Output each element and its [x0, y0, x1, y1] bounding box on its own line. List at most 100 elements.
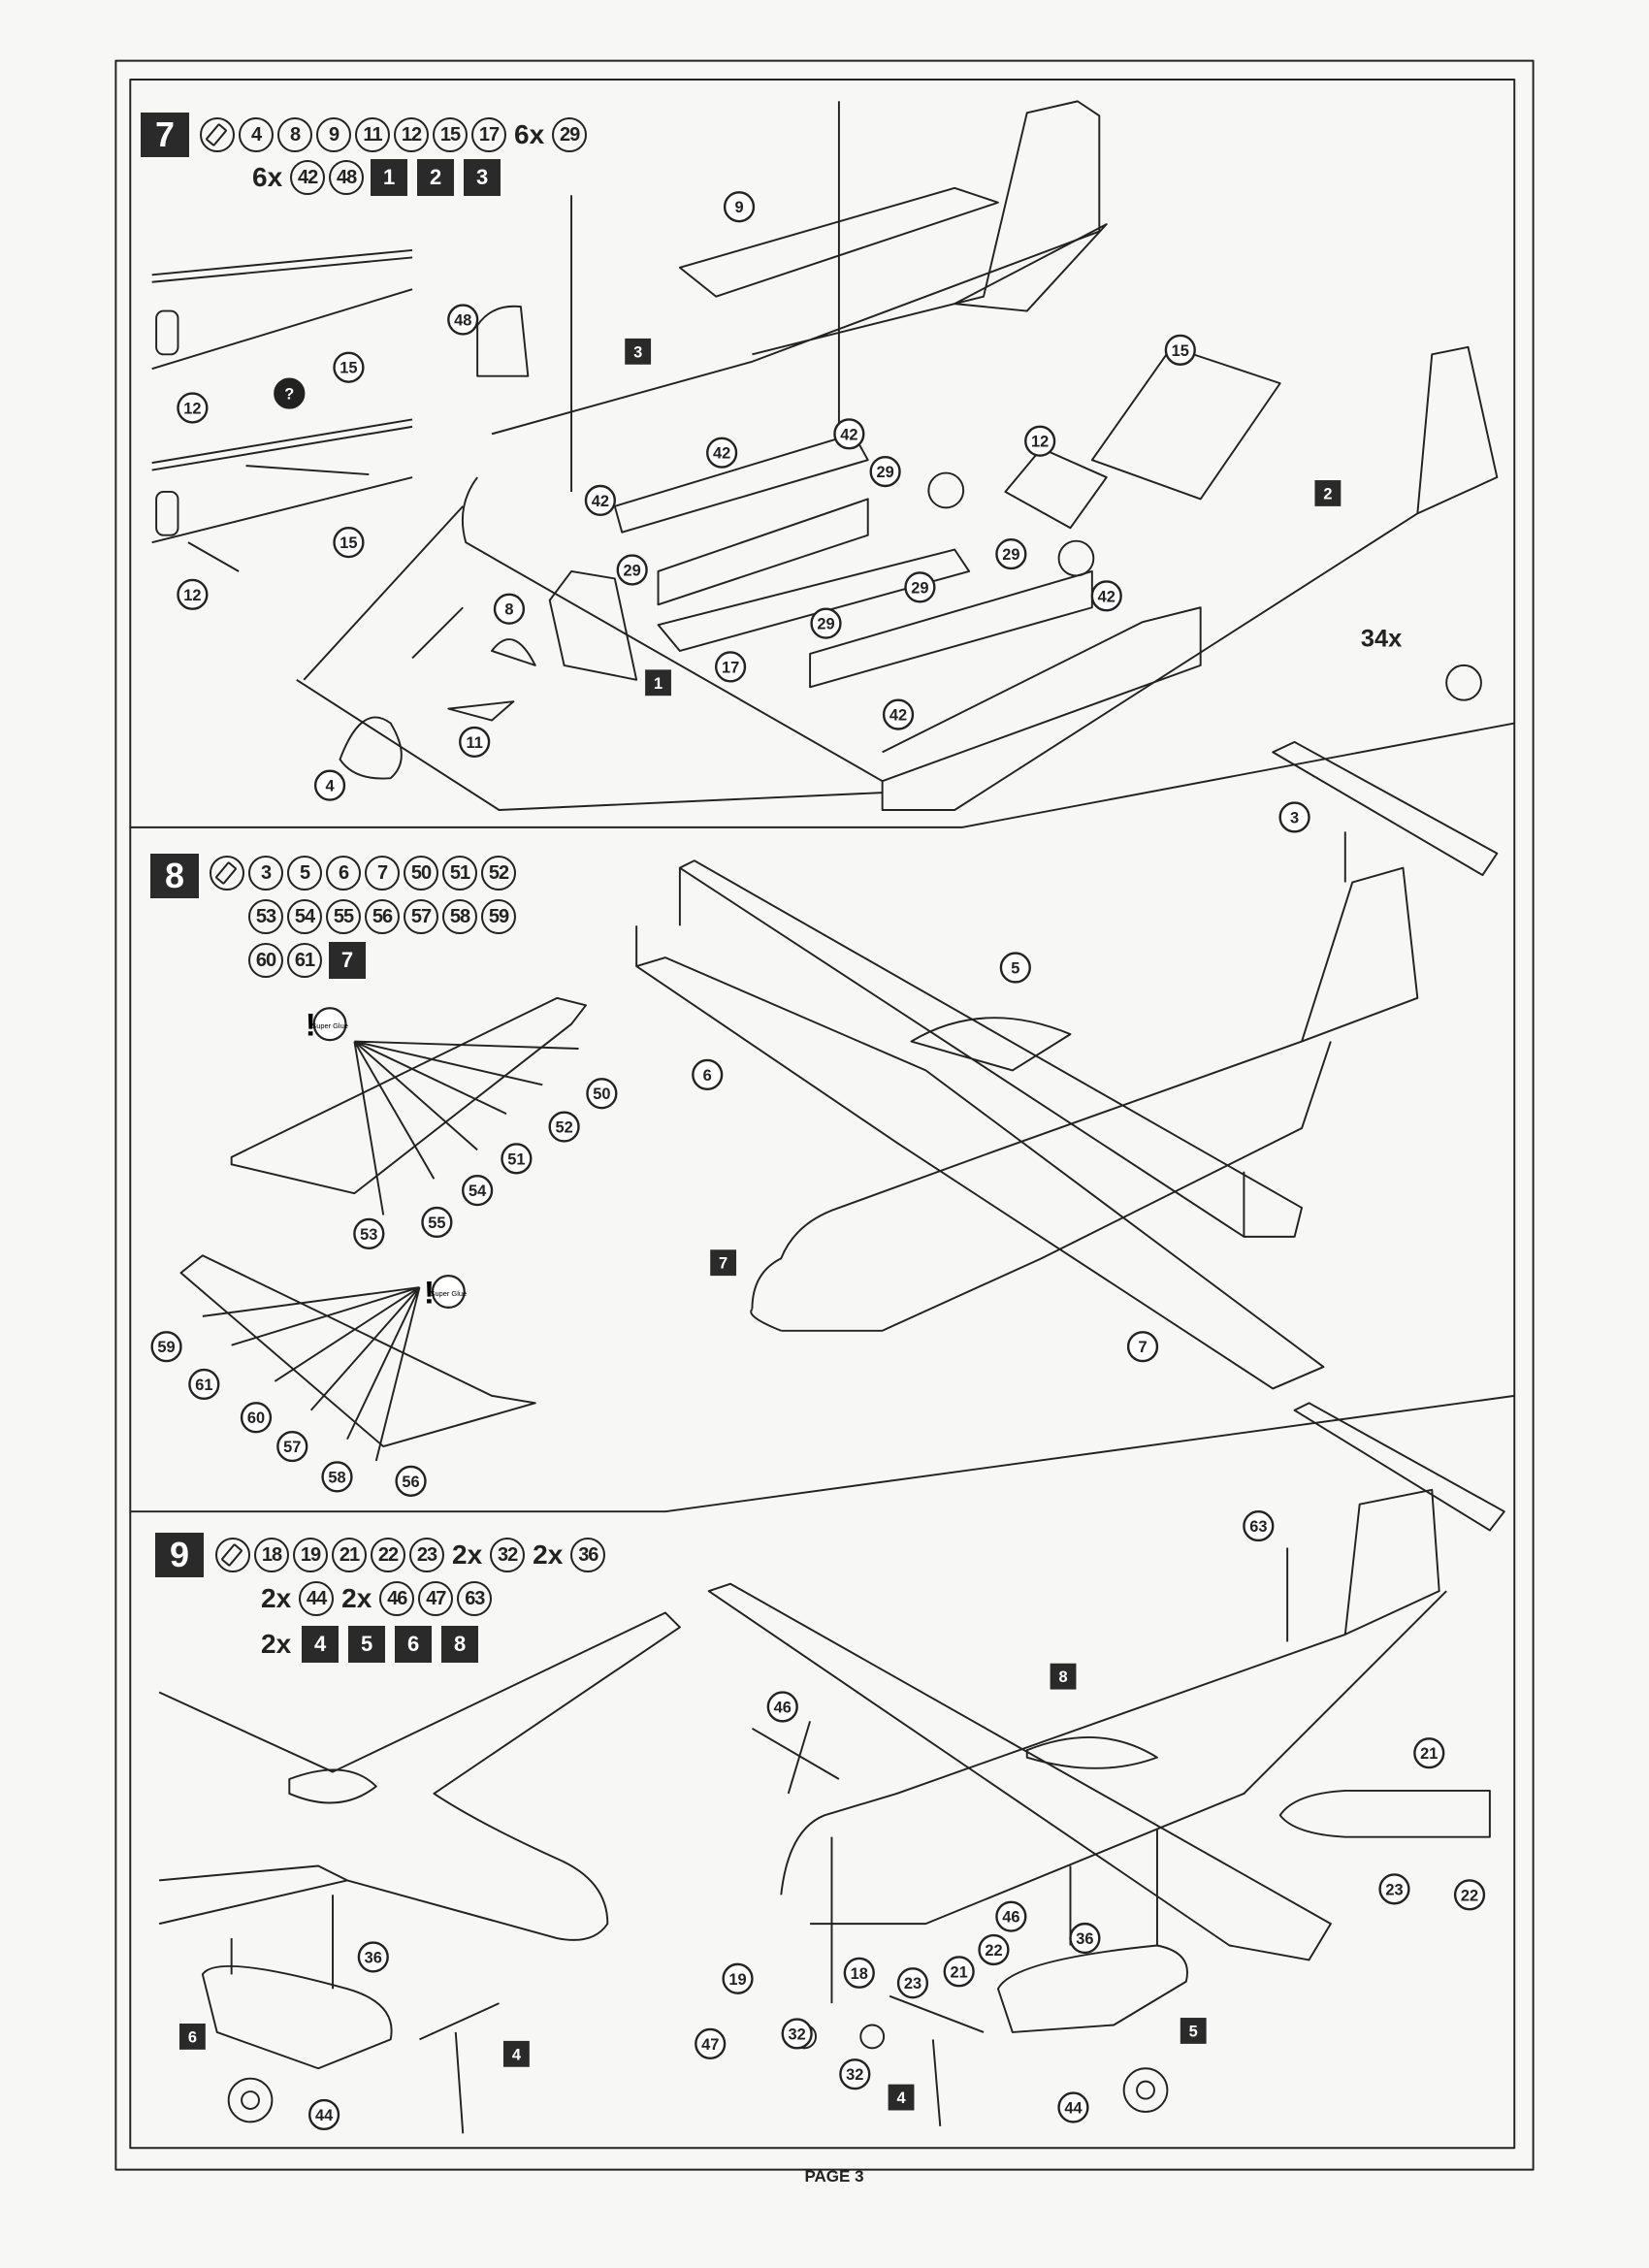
part-callout: 12 — [177, 578, 209, 610]
part-callout: 23 — [1378, 1873, 1410, 1905]
part-callout: 7 — [1126, 1331, 1159, 1363]
part-callout: 42 — [584, 484, 616, 517]
part-callout: 36 — [1069, 1922, 1101, 1955]
callout-label: 51 — [507, 1150, 525, 1168]
callout-shape — [548, 1111, 580, 1143]
part-number-badge: 32 — [490, 1538, 526, 1572]
callout-label: 22 — [1461, 1887, 1478, 1904]
callout-shape — [995, 537, 1027, 570]
subassembly-callout: 4 — [502, 2040, 530, 2067]
subassembly-callout: 6 — [178, 2024, 206, 2050]
subassembly-callout: 5 — [1180, 2018, 1207, 2044]
part-number-badge: 53 — [248, 899, 283, 934]
callout-label: 15 — [340, 360, 357, 377]
callout-label: 29 — [817, 616, 834, 633]
part-number-badge: 48 — [329, 160, 365, 195]
callout-label: 12 — [183, 587, 201, 604]
subassembly-callout: 8 — [1050, 1663, 1077, 1690]
callout-label: 42 — [592, 493, 609, 510]
callout-label: 44 — [315, 2107, 334, 2124]
quantity-label: 2x — [261, 1629, 292, 1659]
callout-label: 46 — [1002, 1909, 1019, 1927]
part-callout: 60 — [240, 1402, 273, 1434]
subassembly-badge: 6 — [395, 1626, 433, 1663]
callout-label: 61 — [195, 1377, 212, 1394]
divider-8-9 — [130, 1394, 1515, 1513]
callout-label: 42 — [1098, 588, 1116, 605]
callout-shape — [178, 2024, 206, 2050]
callout-label: 6 — [703, 1067, 712, 1085]
part-number-badge: 56 — [365, 899, 400, 934]
callout-shape — [1069, 1922, 1101, 1955]
callout-shape — [781, 2018, 813, 2050]
callout-label: 54 — [469, 1183, 487, 1200]
step7-fuselage-drawing — [151, 100, 1499, 811]
callout-shape — [274, 377, 306, 409]
callout-label: 8 — [1058, 1669, 1067, 1686]
part-callout: 23 — [896, 1967, 929, 1999]
callout-shape — [999, 952, 1031, 984]
callout-label: 42 — [840, 426, 857, 443]
part-callout: 47 — [695, 2027, 727, 2059]
step-number-8: 8 — [150, 854, 199, 898]
part-callout: 29 — [869, 455, 901, 488]
callout-shape — [706, 437, 738, 469]
callout-label: 63 — [1249, 1518, 1267, 1536]
part-number-badge: 15 — [433, 117, 468, 152]
step8-aircraft-drawing — [179, 740, 1499, 1462]
callout-shape — [276, 1430, 308, 1463]
part-callout: 12 — [177, 392, 209, 424]
callout-label: 36 — [365, 1949, 382, 1966]
callout-shape — [943, 1956, 975, 1988]
callout-label: 60 — [247, 1409, 265, 1427]
part-callout: 42 — [706, 437, 738, 469]
callout-shape — [616, 554, 648, 586]
callout-shape — [1453, 1879, 1486, 1911]
callout-label: 46 — [774, 1699, 792, 1716]
part-number-badge: 22 — [371, 1538, 405, 1572]
part-callout: 57 — [276, 1430, 308, 1463]
callout-label: 21 — [1420, 1745, 1438, 1763]
callout-label: 18 — [851, 1965, 868, 1983]
part-callout: 63 — [1243, 1509, 1275, 1542]
callout-label: 4 — [896, 2090, 906, 2107]
callout-shape — [695, 2027, 727, 2059]
callout-shape — [888, 2084, 915, 2111]
subassembly-badge: 5 — [348, 1626, 386, 1663]
callout-label: 47 — [701, 2036, 719, 2054]
part-callout: 52 — [548, 1111, 580, 1143]
callout-shape — [333, 527, 365, 559]
callout-shape — [586, 1078, 618, 1110]
callout-shape — [150, 1331, 182, 1363]
subassembly-callout: 4 — [888, 2084, 915, 2111]
step9-aircraft-drawing — [158, 1402, 1505, 2134]
callout-shape — [421, 1206, 453, 1239]
subassembly-callout: 3 — [625, 338, 652, 365]
part-number-badge: 17 — [471, 117, 506, 152]
callout-shape — [313, 769, 346, 801]
quantity-label: 6x — [514, 119, 545, 149]
part-callout: 36 — [357, 1941, 389, 1973]
callout-label: 15 — [1172, 342, 1189, 360]
callout-label: 12 — [1031, 434, 1049, 451]
callout-label: 29 — [1002, 546, 1019, 564]
part-number-badge: 59 — [481, 899, 516, 934]
part-callout: 42 — [833, 418, 865, 450]
outer-frame — [114, 59, 1535, 2171]
part-callout: 54 — [462, 1175, 494, 1207]
callout-shape — [584, 484, 616, 517]
callout-label: ? — [284, 386, 294, 404]
callout-label: 29 — [877, 464, 894, 481]
callout-label: 11 — [466, 734, 482, 752]
callout-shape — [395, 1465, 427, 1497]
glue-badge — [312, 1007, 347, 1042]
part-number-badge: 12 — [394, 117, 429, 152]
callout-label: 58 — [328, 1469, 345, 1486]
callout-label: 36 — [1076, 1930, 1093, 1948]
question-mark-icon: ? — [274, 377, 306, 409]
callout-label: 50 — [593, 1085, 610, 1103]
callout-label: 22 — [985, 1942, 1002, 1960]
